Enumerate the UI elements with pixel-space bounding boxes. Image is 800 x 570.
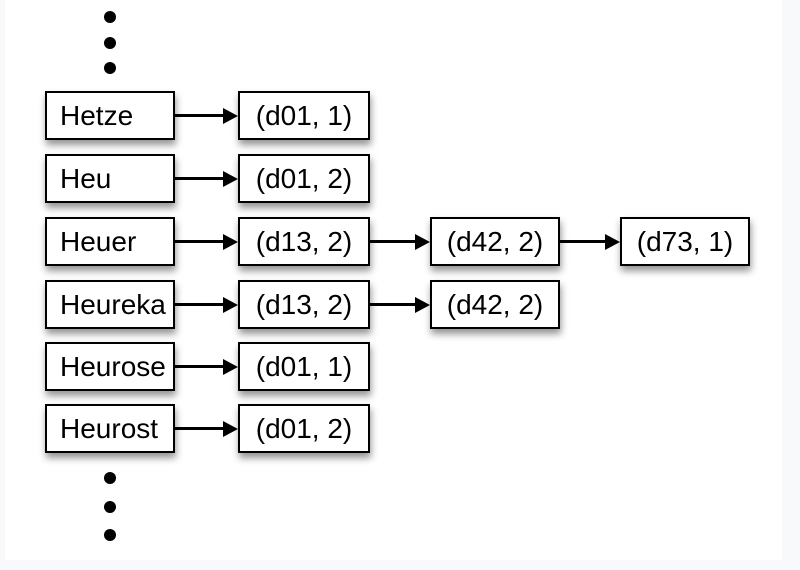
arrow-line	[175, 303, 225, 306]
dot-icon	[104, 472, 116, 484]
arrow-line	[175, 427, 225, 430]
posting-box: (d01, 1)	[238, 91, 370, 140]
arrow-line	[370, 240, 417, 243]
arrow-right-icon	[175, 107, 238, 124]
term-box-heu: Heu	[45, 154, 175, 203]
arrow-head	[223, 358, 238, 375]
arrow-line	[175, 114, 225, 117]
arrow-head	[415, 296, 430, 313]
arrow-head	[223, 233, 238, 250]
arrow-right-icon	[175, 420, 238, 437]
arrow-head	[223, 170, 238, 187]
arrow-head	[415, 233, 430, 250]
arrow-head	[223, 296, 238, 313]
arrow-right-icon	[370, 233, 430, 250]
arrow-head	[223, 107, 238, 124]
term-box-hetze: Hetze	[45, 91, 175, 140]
arrow-line	[370, 303, 417, 306]
posting-box: (d01, 2)	[238, 154, 370, 203]
arrow-right-icon	[175, 170, 238, 187]
arrow-line	[560, 240, 607, 243]
arrow-head	[223, 420, 238, 437]
arrow-right-icon	[175, 296, 238, 313]
arrow-line	[175, 365, 225, 368]
posting-box: (d01, 2)	[238, 404, 370, 453]
dot-icon	[104, 529, 116, 541]
dot-icon	[104, 62, 116, 74]
arrow-line	[175, 177, 225, 180]
arrow-head	[605, 233, 620, 250]
arrow-right-icon	[560, 233, 620, 250]
arrow-right-icon	[370, 296, 430, 313]
posting-box: (d13, 2)	[238, 280, 370, 329]
inverted-index-diagram: Hetze (d01, 1) Heu (d01, 2) Heuer (d13, …	[5, 0, 782, 560]
dot-icon	[104, 37, 116, 49]
posting-box: (d13, 2)	[238, 217, 370, 266]
term-box-heuer: Heuer	[45, 217, 175, 266]
arrow-right-icon	[175, 358, 238, 375]
posting-box: (d42, 2)	[430, 217, 560, 266]
term-box-heurose: Heurose	[45, 342, 175, 391]
term-box-heurost: Heurost	[45, 404, 175, 453]
term-box-heureka: Heureka	[45, 280, 175, 329]
dot-icon	[104, 501, 116, 513]
posting-box: (d73, 1)	[620, 217, 750, 266]
posting-box: (d01, 1)	[238, 342, 370, 391]
dot-icon	[104, 11, 116, 23]
posting-box: (d42, 2)	[430, 280, 560, 329]
arrow-line	[175, 240, 225, 243]
arrow-right-icon	[175, 233, 238, 250]
